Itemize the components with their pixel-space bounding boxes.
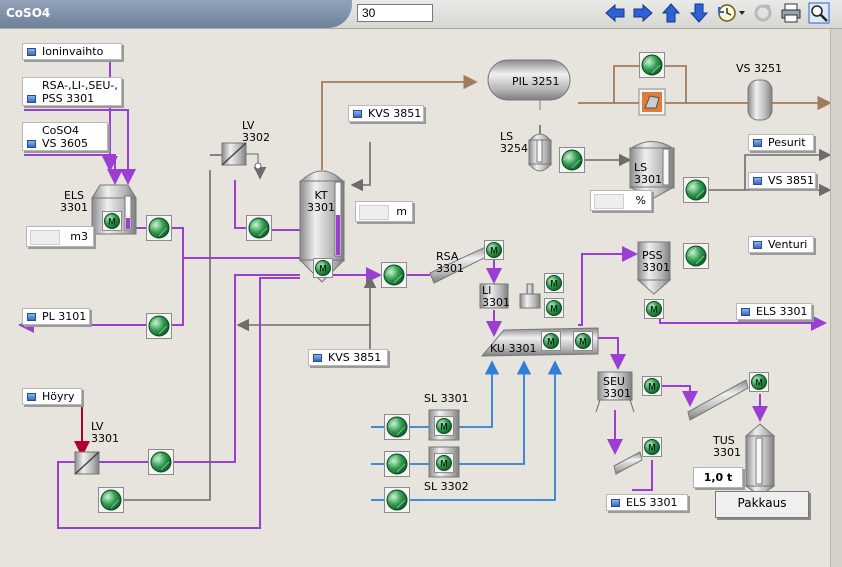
arrow-down-icon[interactable]: [688, 2, 710, 24]
ku-3301-motor-2[interactable]: [573, 331, 593, 351]
seu-conveyor-right-motor[interactable]: [749, 372, 769, 392]
process-lines: [18, 59, 827, 529]
lv-3301-pump[interactable]: [148, 449, 174, 475]
scrubber-unit[interactable]: [638, 88, 666, 116]
print-icon[interactable]: [780, 2, 802, 24]
tag-hoyry[interactable]: Höyry: [22, 388, 82, 405]
lv-3301-return-pump[interactable]: [98, 487, 124, 513]
tag-kvs-3851-top[interactable]: KVS 3851: [348, 105, 424, 122]
title-bar: CoSO4: [0, 0, 842, 29]
els-3301-level-display: m3: [26, 226, 94, 247]
kt-3301-mixer-motor[interactable]: [313, 258, 333, 278]
seu-3301-motor[interactable]: [642, 376, 662, 396]
pil-3251-tank[interactable]: [487, 59, 571, 110]
refresh-icon[interactable]: [752, 2, 774, 24]
seu-conveyor-right[interactable]: [687, 379, 749, 421]
tus-3301-silo[interactable]: [744, 423, 776, 497]
tus-3301-weight-display: 1,0 t: [693, 467, 743, 488]
tag-pesurit[interactable]: Pesurit: [748, 134, 814, 151]
arrow-right-icon[interactable]: [632, 2, 654, 24]
ls-3301-percent-display: %: [590, 190, 652, 211]
tag-rsa-li-seu-pss[interactable]: RSA-,LI-,SEU-,PSS 3301: [22, 77, 122, 106]
seu-conveyor-down-motor[interactable]: [642, 437, 662, 457]
label-pil-3251: PIL 3251: [512, 75, 560, 88]
pl-3101-pump[interactable]: [146, 313, 172, 339]
window-title: CoSO4: [6, 6, 51, 20]
ku-3301-motor-1[interactable]: [541, 331, 561, 351]
ls-3254-pump[interactable]: [559, 147, 585, 173]
ls-3301-pump[interactable]: [683, 177, 709, 203]
seu-conveyor-down[interactable]: [613, 451, 643, 475]
label-ku-3301: KU 3301: [490, 342, 537, 355]
water-pump-3[interactable]: [384, 487, 410, 513]
els-3301-mixer-motor[interactable]: [102, 211, 122, 231]
kt-3301-feed-pump[interactable]: [246, 215, 272, 241]
sl-3302-motor[interactable]: [434, 453, 454, 473]
kt-3301-tank[interactable]: [298, 170, 346, 283]
tag-els-3301-right[interactable]: ELS 3301: [736, 303, 812, 320]
tag-kvs-3851-bottom[interactable]: KVS 3851: [308, 349, 388, 366]
pakkaus-button[interactable]: Pakkaus: [715, 491, 809, 518]
pss-3301-motor[interactable]: [644, 299, 664, 319]
arrow-left-icon[interactable]: [604, 2, 626, 24]
history-clock-icon[interactable]: [716, 2, 746, 24]
period-input[interactable]: [357, 4, 433, 22]
kt-3301-level-display: m: [355, 201, 413, 222]
li-3301-motor-2[interactable]: [544, 298, 564, 318]
tag-venturi[interactable]: Venturi: [748, 236, 814, 253]
label-sl-3301: SL 3301: [424, 392, 469, 405]
pil-3251-fan[interactable]: [639, 52, 665, 78]
sl-3301-pump[interactable]: [384, 414, 410, 440]
label-sl-3302: SL 3302: [424, 480, 469, 493]
arrow-up-icon[interactable]: [660, 2, 682, 24]
tag-els-3301-bottom[interactable]: ELS 3301: [606, 494, 688, 511]
tag-ioninvaihto[interactable]: Ioninvaihto: [22, 43, 122, 60]
ls-3254-tank[interactable]: [527, 133, 553, 172]
label-vs-3251: VS 3251: [736, 62, 782, 75]
tag-pl-3101[interactable]: PL 3101: [22, 308, 90, 325]
els-3301-pump[interactable]: [146, 215, 172, 241]
seu-3301-sieve[interactable]: [595, 371, 635, 413]
rsa-feed-pump[interactable]: [381, 262, 407, 288]
sl-3302-pump[interactable]: [384, 451, 410, 477]
tag-vs-3851[interactable]: VS 3851: [748, 172, 816, 189]
lv-3302-heat-exchanger[interactable]: [221, 142, 262, 170]
li-3301-crusher[interactable]: [479, 283, 541, 309]
pss-3301-separator[interactable]: [636, 241, 672, 295]
process-diagram: M: [18, 52, 830, 529]
sl-3301-motor[interactable]: [434, 416, 454, 436]
li-3301-motor-1[interactable]: [544, 273, 564, 293]
zoom-icon[interactable]: [808, 2, 830, 24]
lv-3301-heat-exchanger[interactable]: [74, 451, 100, 475]
ku-3301-dryer[interactable]: [480, 327, 599, 357]
title-tab: CoSO4: [0, 0, 352, 28]
rsa-3301-motor[interactable]: [484, 240, 504, 260]
vs-3251-tank[interactable]: [747, 79, 773, 121]
ls-3301-tank[interactable]: [628, 141, 676, 200]
pss-3301-fan[interactable]: [683, 243, 709, 269]
vertical-scrollbar[interactable]: [830, 29, 842, 567]
steam-line: [24, 403, 90, 457]
